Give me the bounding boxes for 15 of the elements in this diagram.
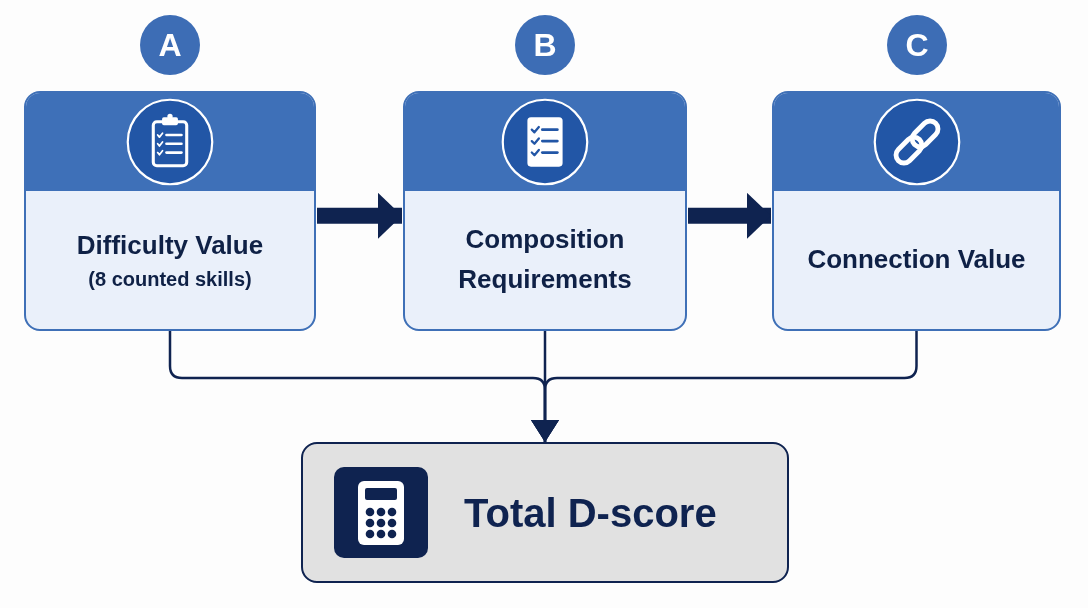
card-title: Difficulty Value [76,229,264,262]
step-letter: B [533,29,557,61]
block-arrow [317,192,402,239]
block-arrow [688,192,771,239]
step-letter: C [905,29,929,61]
card-subtitle: (8 counted skills) [88,267,252,292]
process-card [24,91,316,331]
step-letter: A [158,29,182,61]
process-card [772,91,1061,331]
connector-arrow [531,331,918,442]
process-card [403,91,687,331]
card-title: Composition Requirements [457,223,633,296]
result-title: Total D-score [464,489,717,537]
card-title: Connection Value [807,243,1026,276]
result-box [301,442,789,583]
